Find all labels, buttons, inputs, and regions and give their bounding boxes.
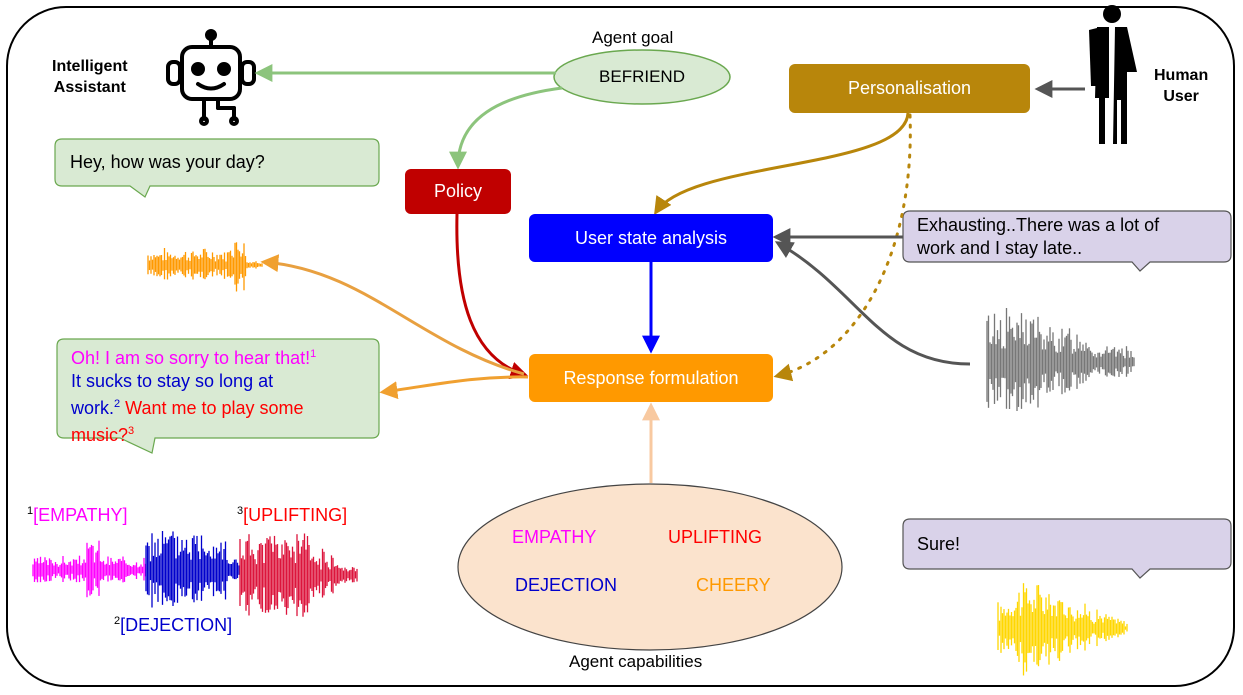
policy-box[interactable]: Policy: [405, 169, 511, 214]
capability-empathy: EMPATHY: [512, 527, 597, 547]
response-dejection-marker: 2: [114, 398, 121, 410]
audio-waveform-uplifting: [239, 533, 358, 617]
capabilities-label: Agent capabilities: [569, 652, 703, 671]
assistant-greeting-bubble: [54, 138, 380, 198]
user-sure-bubble: [902, 518, 1232, 579]
user-reply-line2: work and I stay late..: [917, 238, 1083, 258]
personalisation-label: Personalisation: [847, 78, 972, 98]
audio-waveform-empathy: [32, 540, 147, 598]
tag-uplifting-label: [UPLIFTING]: [243, 505, 348, 525]
capability-dejection: DEJECTION: [515, 575, 618, 595]
capability-uplifting: UPLIFTING: [668, 527, 763, 547]
arrow-audio-to-state: [774, 241, 971, 366]
tag-dejection-number: 2: [114, 615, 121, 627]
response-formulation-box[interactable]: Response formulation: [529, 354, 773, 402]
human-label-line1: Human: [1154, 67, 1209, 84]
assistant-greeting-text: Hey, how was your day?: [70, 152, 265, 172]
audio-waveform-user: [986, 307, 1135, 412]
arrow-response-to-audio: [260, 254, 525, 376]
audio-waveform-sure: [997, 583, 1128, 676]
assistant-label-line1: Intelligent: [52, 58, 128, 75]
capabilities-ellipse: [457, 483, 843, 651]
outer-frame: [6, 6, 1235, 687]
audio-waveform-response: [147, 242, 263, 292]
agent-goal-ellipse: [553, 49, 731, 105]
tag-empathy: 1[EMPATHY]: [27, 505, 127, 526]
response-uplifting-text-a: Want me to play some: [120, 398, 304, 418]
arrow-personalisation-to-state: [654, 112, 910, 216]
audio-waveform-dejection: [145, 531, 240, 608]
tag-empathy-label: [EMPATHY]: [33, 505, 128, 525]
tag-dejection: 2[DEJECTION]: [114, 615, 232, 636]
personalisation-box[interactable]: Personalisation: [789, 64, 1030, 113]
user-state-analysis-box[interactable]: User state analysis: [529, 214, 773, 262]
tag-uplifting: 3[UPLIFTING]: [237, 505, 347, 526]
assistant-label-line2: Assistant: [53, 79, 126, 96]
assistant-label: Intelligent Assistant: [52, 56, 128, 98]
arrow-goal-to-policy: [449, 86, 563, 170]
human-label: Human User: [1154, 65, 1208, 107]
response-text: Oh! I am so sorry to hear that!1 It suck…: [71, 343, 316, 447]
arrow-policy-to-response: [455, 213, 529, 380]
response-dejection-text-b: work.: [71, 398, 115, 418]
user-state-analysis-label: User state analysis: [574, 227, 728, 248]
response-uplifting-text-b: music?: [71, 425, 129, 445]
response-formulation-label: Response formulation: [563, 367, 739, 388]
robot-icon: [166, 29, 256, 126]
tag-empathy-number: 1: [27, 505, 34, 517]
policy-label: Policy: [433, 181, 482, 201]
agent-goal-value: BEFRIEND: [599, 67, 685, 86]
arrow-response-to-bubble: [379, 375, 529, 400]
response-empathy-text: Oh! I am so sorry to hear that!: [71, 348, 311, 368]
user-reply-line1: Exhausting..There was a lot of: [917, 215, 1160, 235]
response-uplifting-marker: 3: [128, 425, 135, 437]
tag-uplifting-number: 3: [237, 505, 244, 517]
arrow-personalisation-to-response-dotted: [773, 113, 912, 382]
user-sure-text: Sure!: [917, 534, 961, 554]
human-user-icon: [1089, 5, 1137, 144]
capability-cheery: CHEERY: [696, 575, 771, 595]
user-reply-text: Exhausting..There was a lot of work and …: [917, 214, 1159, 260]
response-empathy-marker: 1: [310, 348, 317, 360]
agent-goal-label: Agent goal: [592, 28, 674, 47]
human-label-line2: User: [1163, 88, 1199, 105]
response-dejection-text-a: It sucks to stay so long at: [71, 371, 274, 391]
tag-dejection-label: [DEJECTION]: [120, 615, 233, 635]
response-bubble: [56, 338, 380, 454]
